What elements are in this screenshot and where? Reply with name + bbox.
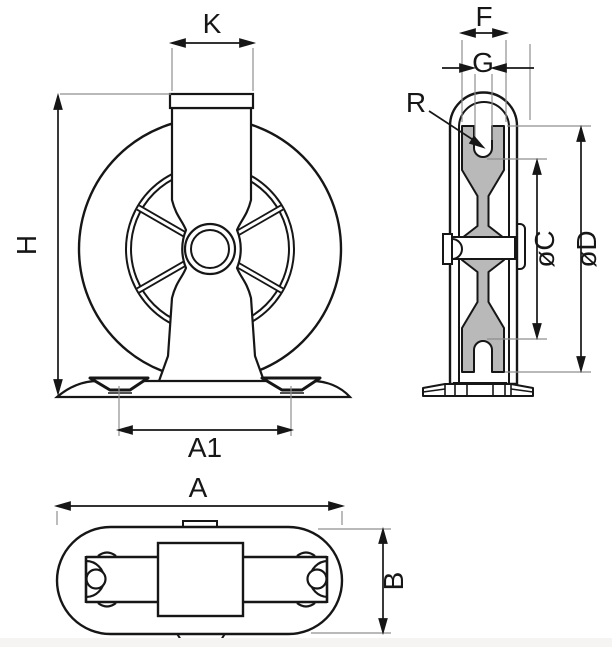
strap-cap [168, 92, 255, 110]
label-H: H [11, 235, 42, 255]
label-K: K [203, 8, 222, 39]
label-F: F [475, 1, 492, 32]
axle-cap [442, 233, 453, 265]
dim-D [576, 127, 586, 371]
dim-H [53, 95, 63, 394]
side-view [422, 91, 534, 397]
footer-band [0, 638, 612, 647]
end-hole-right [306, 568, 328, 590]
dim-K [171, 38, 254, 48]
front-base-slots [88, 376, 322, 392]
dim-A [56, 501, 343, 511]
front-extension-lines [60, 48, 292, 436]
side-extension-lines [461, 40, 591, 373]
dim-C [532, 160, 542, 338]
bottom-view [55, 520, 344, 641]
axle-pin-end-arc [451, 238, 463, 260]
dim-F [461, 28, 507, 38]
dim-B [378, 529, 388, 633]
bottom-extension-lines [56, 511, 391, 634]
dim-R-leader [428, 110, 486, 151]
front-dimensions: K H A1 [11, 8, 292, 463]
bottom-dimensions: A B [56, 472, 409, 634]
dim-A1 [118, 425, 292, 435]
label-A: A [189, 472, 208, 503]
dim-G [442, 63, 534, 73]
label-R: R [406, 87, 426, 118]
hub-outer [183, 222, 237, 276]
label-oC: øC [529, 230, 560, 267]
side-frame-inner [458, 101, 510, 384]
end-hole-left [85, 568, 107, 590]
label-B: B [378, 572, 409, 591]
front-view [53, 92, 353, 399]
strap-bottom-square [156, 541, 245, 618]
label-A1: A1 [188, 432, 222, 463]
label-G: G [472, 47, 494, 78]
side-base-lines [422, 384, 534, 396]
side-dimensions: F G R øC øD [406, 1, 602, 373]
hub-bore [190, 229, 230, 269]
label-oD: øD [571, 230, 602, 267]
